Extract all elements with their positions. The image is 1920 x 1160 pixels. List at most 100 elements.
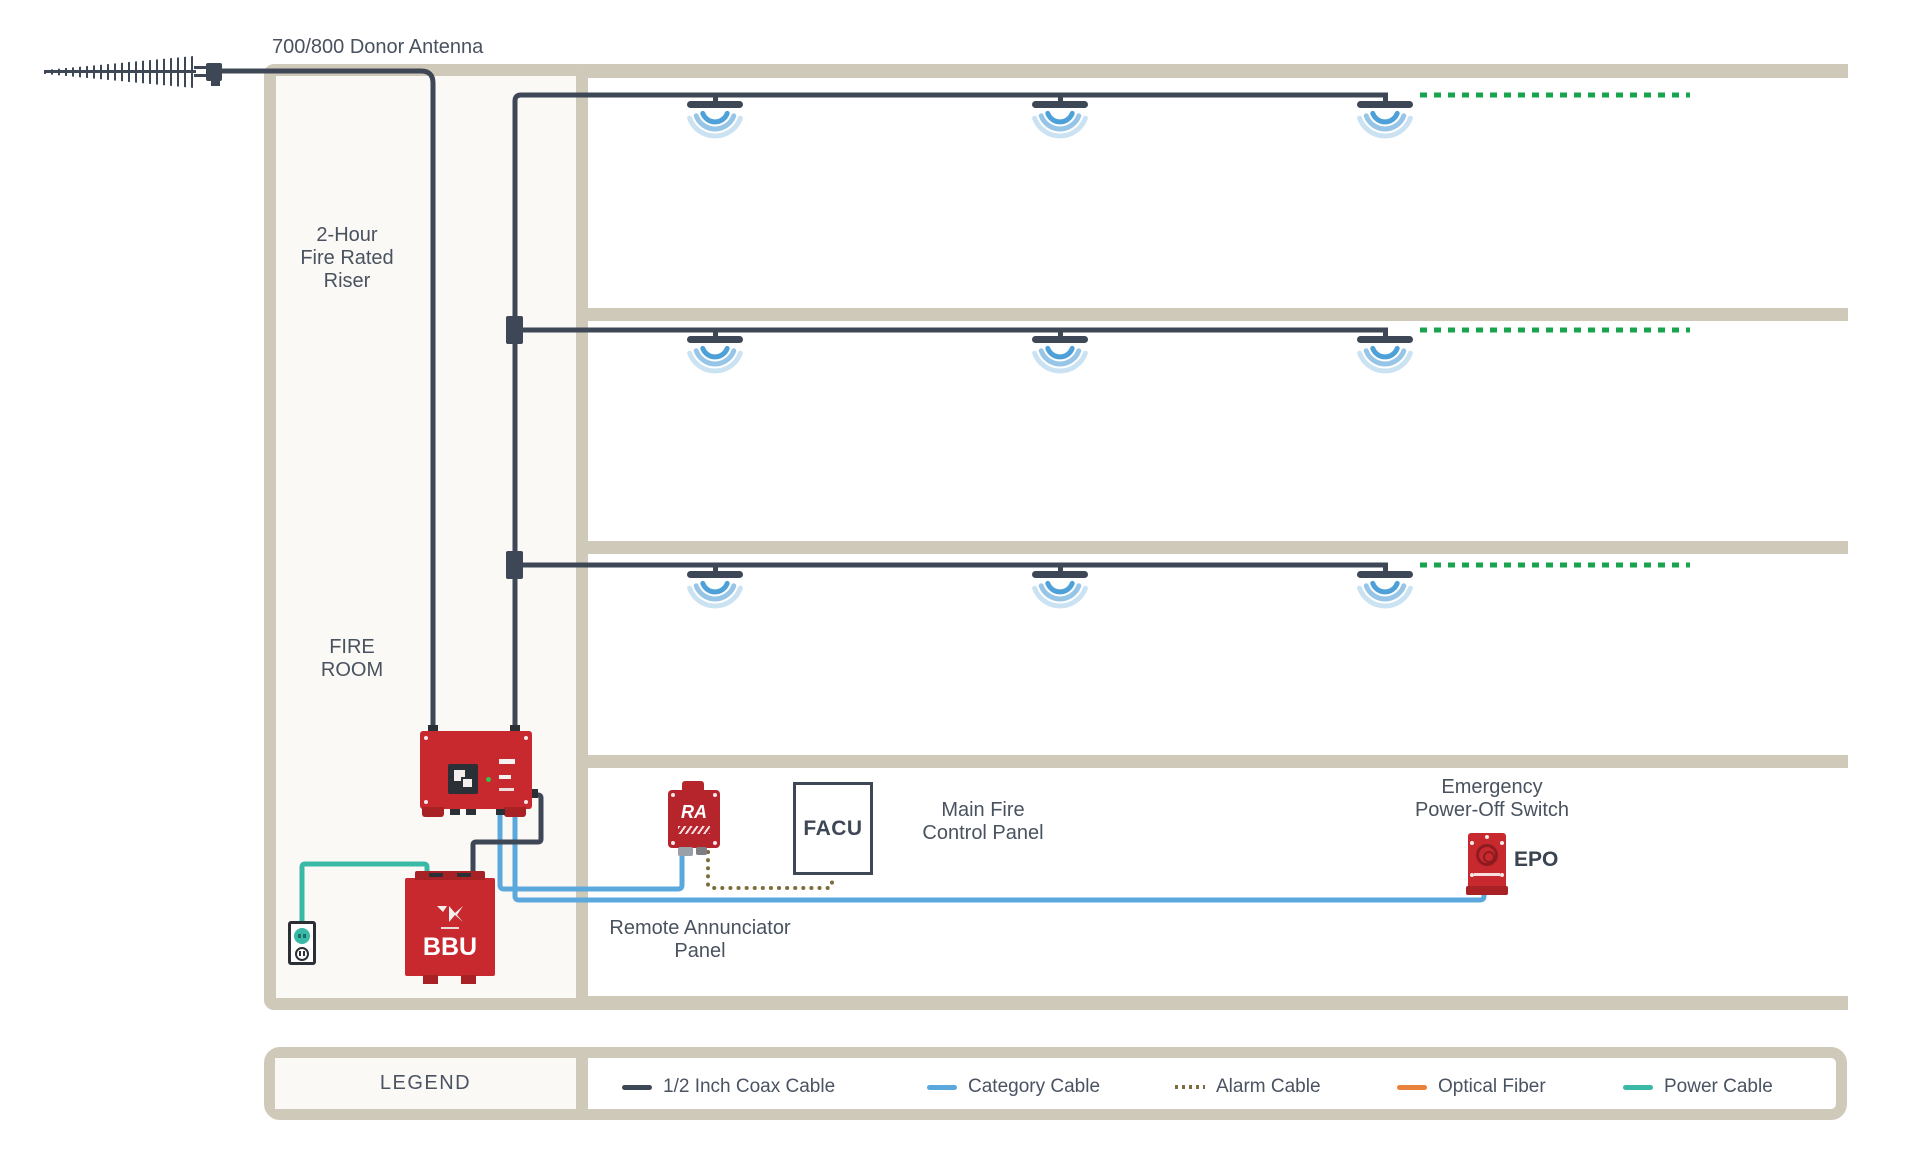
floor-slab-2: [588, 308, 1848, 321]
screw-dot: [1500, 873, 1504, 877]
legend-item-coax: 1/2 Inch Coax Cable: [622, 1076, 835, 1098]
power-cable: [299, 861, 430, 930]
ra-top-tab: [682, 781, 704, 791]
donor-antenna-mount: [206, 63, 222, 81]
category-swatch-icon: [927, 1084, 957, 1090]
bda-marking: [499, 775, 511, 779]
ceiling-antenna-icon: [1357, 330, 1413, 374]
ceiling-antenna-icon: [1032, 95, 1088, 139]
ceiling-antenna-icon: [1032, 565, 1088, 609]
ceiling-antenna-icon: [687, 95, 743, 139]
bbu-top-strip: [415, 871, 485, 880]
plug-pin: [298, 934, 301, 938]
bda-marking: [499, 759, 515, 764]
screw-dot: [524, 800, 528, 804]
screw-dot: [713, 793, 717, 797]
bda-port-bottom: [496, 809, 505, 815]
riser-enclosure: [264, 64, 588, 1010]
alarm-cable: [706, 850, 834, 890]
epo-switch: [1466, 833, 1508, 895]
legend-item-power: Power Cable: [1623, 1076, 1773, 1098]
legend-item-label: Power Cable: [1664, 1076, 1773, 1097]
category-cable-epo: [512, 811, 1487, 903]
legend-item-label: 1/2 Inch Coax Cable: [663, 1076, 836, 1097]
bda-display-glyph: [454, 770, 465, 781]
roof-slab: [580, 64, 1848, 78]
legend-item-fiber: Optical Fiber: [1397, 1076, 1546, 1098]
bbu-unit: BBU: [405, 871, 495, 984]
bbu-port: [457, 873, 471, 877]
legend-item-category: Category Cable: [927, 1076, 1100, 1098]
bda-port-side: [532, 789, 538, 798]
floor-slab-3: [588, 541, 1848, 554]
screw-dot: [424, 736, 428, 740]
bda-foot: [504, 807, 526, 817]
wall-outlet: [288, 921, 316, 965]
ra-caption: Remote Annunciator Panel: [609, 917, 791, 962]
legend-title: LEGEND: [379, 1072, 472, 1094]
legend-item-label: Optical Fiber: [1438, 1076, 1546, 1097]
screw-dot: [1500, 841, 1504, 845]
ra-bottom-connector: [678, 847, 693, 856]
bda-display: [448, 764, 478, 794]
power-swatch-icon: [1623, 1084, 1653, 1090]
main-panel-caption: Main Fire Control Panel: [922, 799, 1044, 844]
bbu-port: [429, 873, 443, 877]
screw-dot: [424, 800, 428, 804]
ceiling-antenna-icon: [687, 330, 743, 374]
screw-dot: [1470, 873, 1474, 877]
ra-label: RA: [681, 802, 707, 822]
floor-slab-ground: [588, 755, 1848, 768]
bda-marking: [499, 788, 514, 791]
coax-riser-cable: [512, 92, 1388, 733]
riser-label: 2-Hour Fire Rated Riser: [300, 224, 394, 292]
epo-marking: [1474, 873, 1500, 876]
ceiling-antenna-icon: [687, 565, 743, 609]
epo-caption: Emergency Power-Off Switch: [1414, 776, 1570, 821]
legend-box: LEGEND: [264, 1047, 1847, 1120]
bbu-foot: [461, 975, 476, 984]
bda-port-top: [428, 725, 438, 731]
bbu-logo: [437, 906, 463, 922]
donor-antenna-mount-foot: [211, 79, 220, 86]
bda-unit: [420, 725, 538, 817]
epo-label: EPO: [1514, 848, 1559, 871]
ra-panel: RA: [668, 781, 720, 856]
plug-pin: [303, 934, 306, 938]
screw-dot: [1485, 835, 1489, 839]
category-cable-ra: [497, 811, 685, 892]
screw-dot: [524, 736, 528, 740]
donor-antenna-label: 700/800 Donor Antenna: [272, 36, 484, 58]
bda-foot: [422, 807, 444, 817]
coax-donor-cable: [220, 68, 436, 733]
epo-base: [1466, 886, 1508, 895]
legend-item-label: Alarm Cable: [1216, 1076, 1321, 1097]
coax-swatch-icon: [622, 1084, 652, 1090]
ra-bottom-connector: [696, 847, 707, 855]
bbu-marking: [441, 927, 459, 929]
bda-port-bottom: [450, 809, 460, 815]
ceiling-antenna-icon: [1357, 95, 1413, 139]
ceiling-antenna-icon: [1357, 565, 1413, 609]
epo-button-inner: [1483, 851, 1495, 863]
bda-status-led: [486, 777, 491, 782]
donor-antenna-boom: [44, 70, 196, 73]
bda-port-top: [510, 725, 520, 731]
splitter-tap-floor2: [506, 316, 523, 344]
ra-hatch-marking: [678, 826, 710, 834]
donor-antenna-connector: [194, 66, 207, 77]
bda-port-bottom: [466, 809, 476, 815]
epo-button-icon: [1476, 844, 1498, 866]
power-plug-icon: [294, 928, 310, 944]
ceiling-antenna-icon: [1032, 330, 1088, 374]
screw-dot: [713, 841, 717, 845]
legend-item-label: Category Cable: [968, 1076, 1101, 1097]
screw-dot: [1470, 841, 1474, 845]
socket-slot: [303, 951, 305, 956]
fiber-swatch-icon: [1397, 1084, 1427, 1090]
facu-box: FACU: [793, 782, 873, 875]
legend-title-cell: LEGEND: [275, 1058, 588, 1109]
screw-dot: [671, 841, 675, 845]
